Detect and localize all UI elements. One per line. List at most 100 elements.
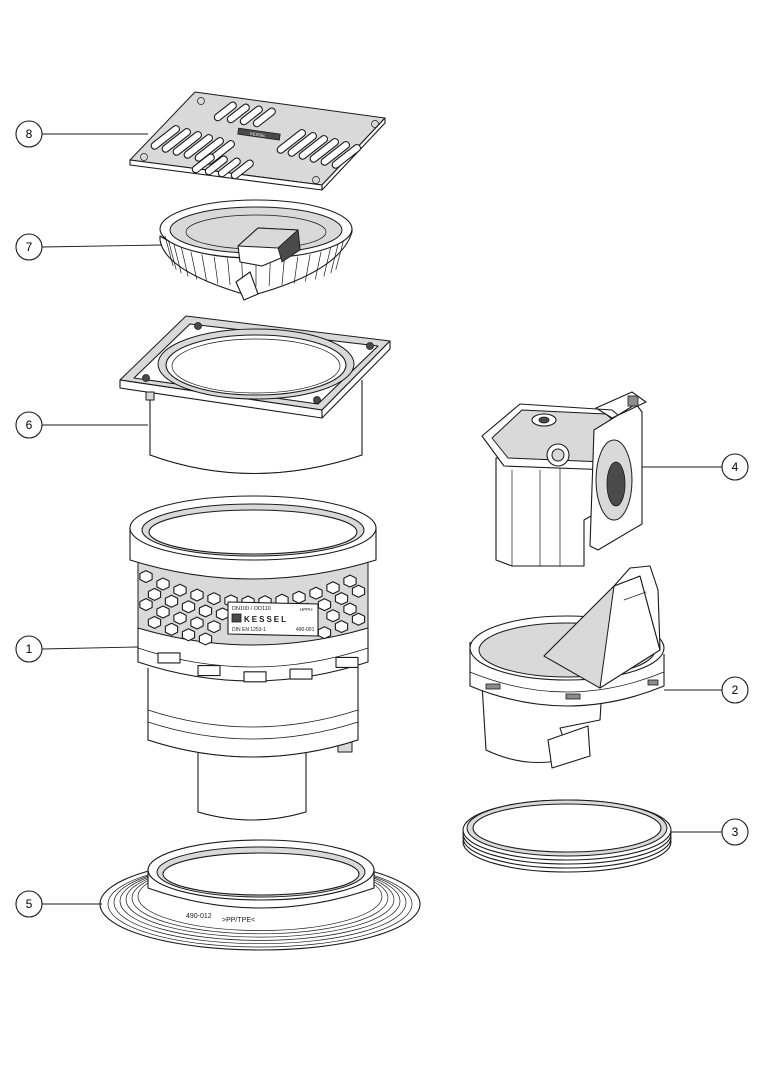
callout-7: 7 xyxy=(15,233,43,261)
mesh-cell xyxy=(190,616,204,630)
callout-2-label: 2 xyxy=(732,683,739,697)
mesh-cell xyxy=(164,594,179,608)
grate-slot xyxy=(217,157,241,178)
mesh-cell xyxy=(326,609,340,623)
mesh-cell xyxy=(173,611,187,625)
grate-slot xyxy=(298,135,328,160)
callout-2: 2 xyxy=(721,676,749,704)
callout-3-label: 3 xyxy=(732,825,739,839)
grate-slot xyxy=(161,128,191,153)
mesh-cell xyxy=(147,587,162,601)
trap-rib xyxy=(201,254,207,282)
mesh-cell xyxy=(351,612,366,626)
part-3-seal-ring xyxy=(462,799,672,873)
trap-rib xyxy=(268,259,271,287)
trap-rib xyxy=(330,244,339,274)
body-material-mark: HPPH xyxy=(300,607,313,612)
mesh-cell xyxy=(343,574,357,588)
trap-rib xyxy=(213,256,219,284)
grate-slot xyxy=(320,141,350,166)
mesh-cell xyxy=(198,632,213,646)
grate-brand: KESSEL xyxy=(250,131,267,138)
collar-tab xyxy=(197,665,221,677)
mesh-cell xyxy=(317,598,332,612)
collar-tab xyxy=(335,656,359,668)
trap-rib xyxy=(168,240,177,270)
part-6-frame xyxy=(119,315,391,474)
mesh-cell xyxy=(215,607,230,621)
part-5-flange: 490-012 >PP/TPE< xyxy=(99,839,421,951)
mesh-cell xyxy=(317,626,332,640)
collar-tab xyxy=(243,671,267,683)
mesh-cell xyxy=(351,584,366,598)
mesh-cell xyxy=(198,604,213,618)
callout-1: 1 xyxy=(15,635,43,663)
mesh-cell xyxy=(147,615,162,629)
mesh-cell xyxy=(139,570,153,584)
grate-slot xyxy=(276,129,306,154)
trap-rib xyxy=(164,236,174,267)
grate-slot xyxy=(191,153,215,174)
mesh-cell xyxy=(139,598,153,612)
trap-rib xyxy=(315,251,322,280)
trap-rib xyxy=(227,258,231,286)
body-brand-mark: KESSEL xyxy=(244,615,288,624)
mesh-cell xyxy=(343,602,357,616)
mesh-cell xyxy=(326,581,340,595)
grate-slot xyxy=(230,159,254,180)
trap-rib xyxy=(323,248,331,277)
callout-3: 3 xyxy=(721,818,749,846)
mesh-cell xyxy=(156,577,170,591)
part-4-cassette xyxy=(481,391,647,567)
callout-4-label: 4 xyxy=(732,460,739,474)
callout-5: 5 xyxy=(15,890,43,918)
mesh-cell xyxy=(181,628,196,642)
callout-8-label: 8 xyxy=(26,127,33,141)
mesh-cell xyxy=(309,586,323,600)
mesh-cell xyxy=(334,620,349,634)
grate-slot xyxy=(194,137,224,162)
mesh-cell xyxy=(207,620,221,634)
part-8-grate: KESSEL xyxy=(129,91,386,191)
callout-1-label: 1 xyxy=(26,642,33,656)
trap-rib xyxy=(173,244,182,274)
grate-slot xyxy=(213,101,237,122)
flange-partno-mark: 490-012 xyxy=(186,913,212,920)
mesh-cell xyxy=(292,590,306,604)
mesh-cell xyxy=(173,583,187,597)
part-1-drain-body: DN100 / OD110 HPPH KESSEL DIN EN 1253-1 … xyxy=(129,495,377,821)
trap-rib xyxy=(190,251,197,280)
collar-tab xyxy=(289,668,313,680)
trap-rib xyxy=(335,240,344,270)
callout-6: 6 xyxy=(15,411,43,439)
mesh-cell xyxy=(207,592,221,606)
grate-slot xyxy=(226,103,250,124)
callout-4: 4 xyxy=(721,453,749,481)
grate-slot xyxy=(252,107,276,128)
part-7-trap-insert xyxy=(159,199,353,301)
callout-7-label: 7 xyxy=(26,240,33,254)
grate-slot xyxy=(204,155,228,176)
callout-6-label: 6 xyxy=(26,418,33,432)
body-partno-mark: 490-001 xyxy=(296,627,315,633)
leader-lines xyxy=(41,133,722,905)
grate-slot xyxy=(239,105,263,126)
mesh-cell xyxy=(164,622,179,636)
grate-slot xyxy=(309,138,339,163)
callout-5-label: 5 xyxy=(26,897,33,911)
mesh-cell xyxy=(334,592,349,606)
trap-rib xyxy=(181,248,189,277)
grate-slot xyxy=(172,131,202,156)
flange-material-mark: >PP/TPE< xyxy=(222,917,255,924)
trap-rib xyxy=(293,256,299,284)
mesh-cell xyxy=(156,605,170,619)
trap-rib xyxy=(281,258,285,286)
part-2-trap-housing xyxy=(469,565,665,769)
grate-slot xyxy=(150,125,180,150)
grate-slot xyxy=(183,134,213,159)
grate-slot xyxy=(331,144,361,169)
trap-rib xyxy=(305,254,311,282)
grate-slot xyxy=(287,132,317,157)
